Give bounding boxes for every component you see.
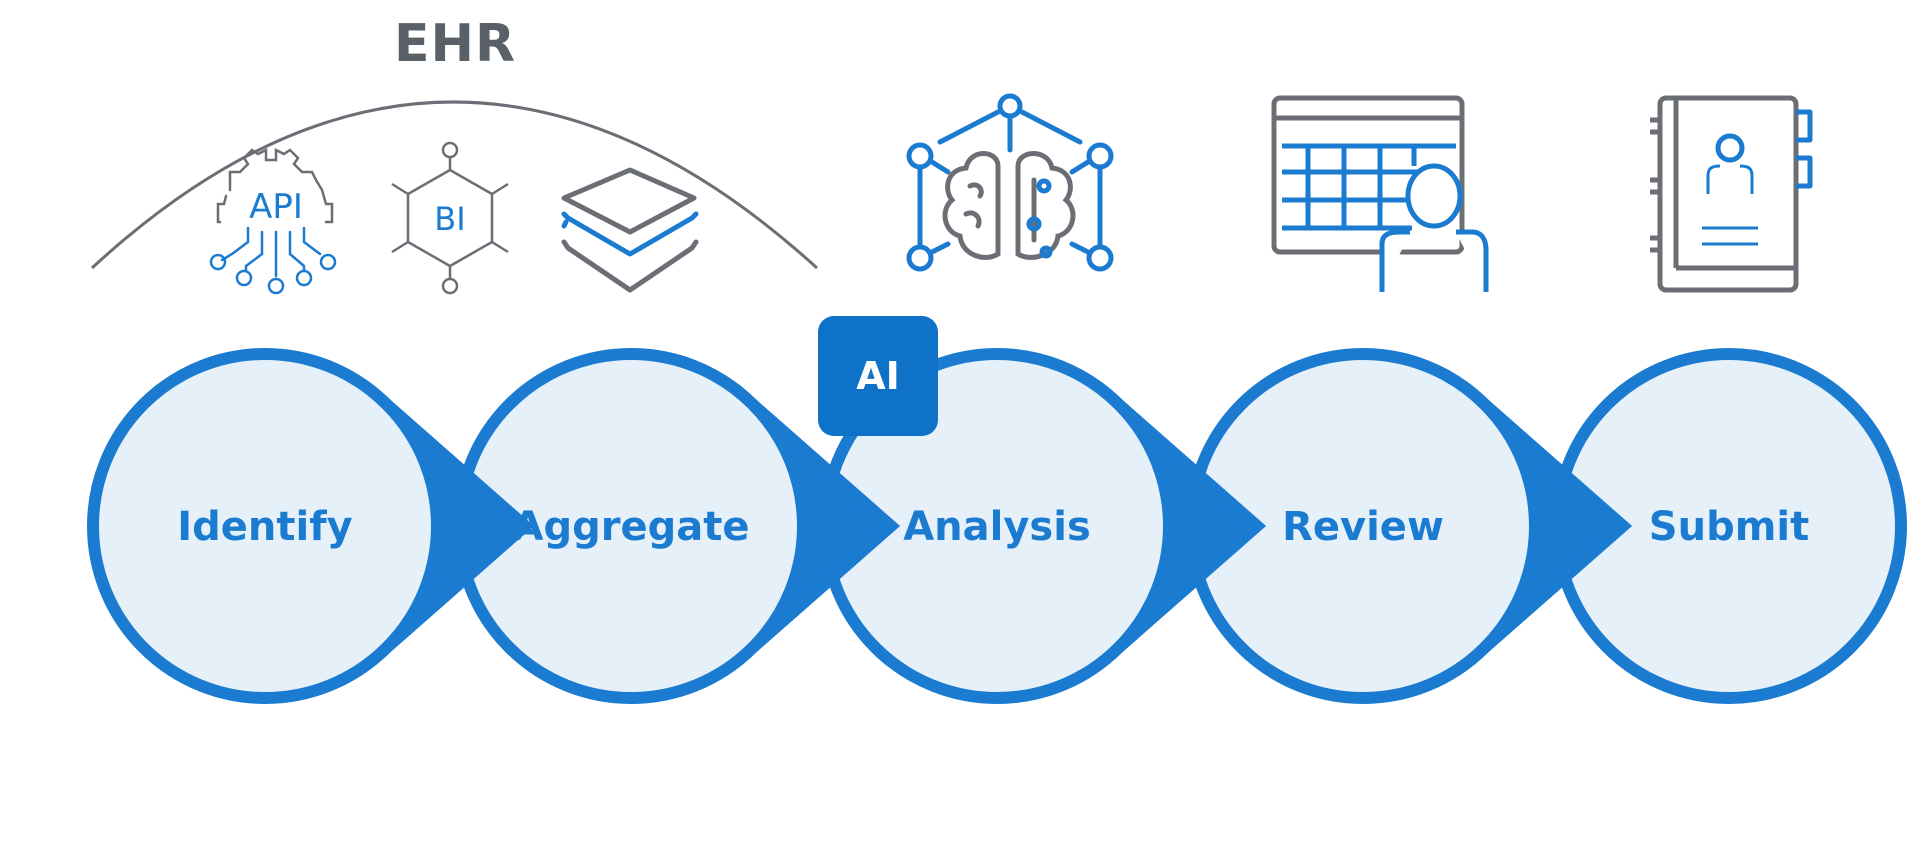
address-book-icon xyxy=(1650,95,1813,293)
step-label: Submit xyxy=(1649,504,1809,550)
process-step-aggregate: Aggregate xyxy=(453,348,901,704)
process-step-analysis: Analysis xyxy=(819,348,1267,704)
bi-icon-text: BI xyxy=(434,200,465,238)
brain-network-icon xyxy=(906,93,1114,272)
step-label: Aggregate xyxy=(513,504,750,550)
step-label: Analysis xyxy=(903,504,1091,550)
steps-layer: Submit Review Analysis Aggregate Identify xyxy=(87,348,1907,704)
ai-badge: AI xyxy=(818,316,938,436)
bi-hexagon-icon: BI xyxy=(391,141,509,295)
data-table-user-icon xyxy=(1271,95,1489,292)
step-label: Review xyxy=(1282,504,1444,550)
process-step-identify: Identify xyxy=(87,348,535,704)
layers-stack-icon xyxy=(561,167,699,293)
step-circle xyxy=(87,348,443,704)
api-gear-icon: API xyxy=(209,147,337,295)
ehr-arc xyxy=(90,100,819,270)
ehr-title: EHR xyxy=(393,14,517,74)
step-label: Identify xyxy=(177,504,352,550)
process-step-review: Review xyxy=(1185,348,1633,704)
api-icon-text: API xyxy=(249,187,303,227)
